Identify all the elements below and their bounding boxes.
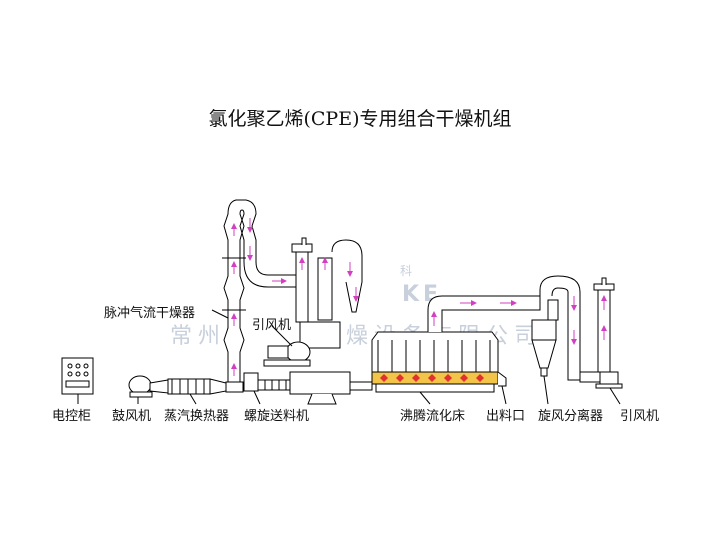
diagram-title: 氯化聚乙烯(CPE)专用组合干燥机组 bbox=[208, 108, 512, 130]
screw-feeder-shape bbox=[243, 372, 295, 392]
steam-heater-shape bbox=[149, 378, 227, 395]
leader-lines bbox=[77, 309, 621, 405]
label-outlet: 出料口 bbox=[486, 409, 526, 424]
pulse-dryer-shape bbox=[222, 199, 300, 393]
fluid-bed-shape bbox=[371, 331, 507, 393]
second-cyclone-shape bbox=[531, 299, 559, 377]
label-pulse-dryer: 脉冲气流干燥器 bbox=[104, 306, 196, 321]
flow-arrows bbox=[231, 218, 607, 376]
lower-duct-shape bbox=[289, 371, 373, 405]
heater-marks bbox=[380, 374, 484, 382]
label-blower: 鼓风机 bbox=[112, 409, 152, 424]
label-screw-feeder: 螺旋送料机 bbox=[244, 409, 310, 424]
label-induced-fan-top: 引风机 bbox=[252, 318, 292, 333]
label-control-cabinet: 电控柜 bbox=[52, 409, 92, 424]
label-steam-heater: 蒸汽换热器 bbox=[164, 409, 230, 424]
blower-shape bbox=[128, 375, 153, 398]
label-cyclone: 旋风分离器 bbox=[538, 409, 604, 424]
induced-fan-top-shape bbox=[263, 341, 311, 367]
first-cyclone-shape bbox=[291, 237, 363, 349]
label-induced-fan: 引风机 bbox=[620, 409, 660, 424]
watermark-brand-char: 科 bbox=[400, 264, 413, 278]
label-fluid-bed: 沸腾流化床 bbox=[400, 409, 466, 424]
induced-fan-right-shape bbox=[579, 277, 623, 389]
control-cabinet-shape bbox=[61, 357, 94, 395]
